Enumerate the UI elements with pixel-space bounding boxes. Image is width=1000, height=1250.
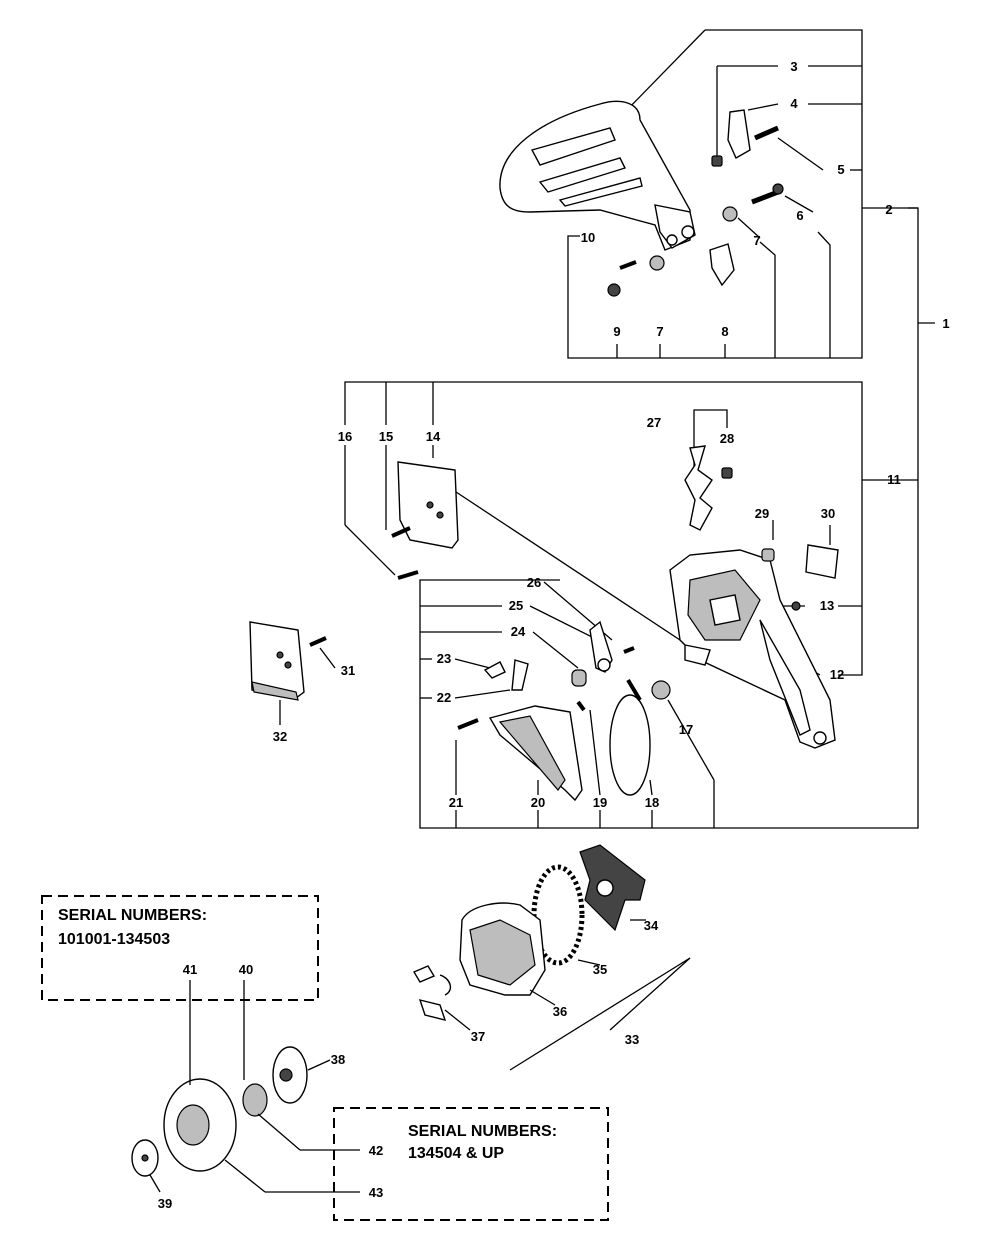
callout-39: 39 [158, 1196, 172, 1211]
callout-14: 14 [426, 429, 441, 444]
callout-42: 42 [369, 1143, 383, 1158]
hand-guard-small-parts [607, 109, 784, 297]
callout-3: 3 [790, 59, 797, 74]
callout-20: 20 [531, 795, 545, 810]
guard-small-parts [684, 445, 839, 611]
side-plate: 31 32 [249, 621, 355, 744]
clutch-assembly [412, 844, 646, 1021]
callout-32: 32 [273, 729, 287, 744]
callout-18: 18 [645, 795, 659, 810]
callout-24: 24 [511, 624, 526, 639]
brake-parts [457, 620, 671, 802]
serial-box-2-line2: 134504 & UP [408, 1145, 504, 1162]
callout-16: 16 [338, 429, 352, 444]
callout-27: 27 [647, 415, 661, 430]
callout-5: 5 [837, 162, 844, 177]
serial-box-2: SERIAL NUMBERS: 134504 & UP [333, 1107, 609, 1221]
callout-6: 6 [796, 208, 803, 223]
sprocket-callouts: 41 40 38 42 43 39 [158, 962, 383, 1211]
group-2-callouts: 3 4 5 6 7 10 9 7 8 2 1 [581, 59, 950, 339]
callout-11: 11 [887, 472, 901, 487]
callout-25: 25 [509, 598, 523, 613]
callout-22: 22 [437, 690, 451, 705]
callout-34: 34 [644, 918, 659, 933]
callout-23: 23 [437, 651, 451, 666]
callout-36: 36 [553, 1004, 567, 1019]
callout-21: 21 [449, 795, 463, 810]
group-11-brackets [344, 381, 863, 676]
callout-13: 13 [820, 598, 834, 613]
callout-26: 26 [527, 575, 541, 590]
callout-35: 35 [593, 962, 607, 977]
callout-17: 17 [679, 722, 693, 737]
callout-31: 31 [341, 663, 355, 678]
callout-40: 40 [239, 962, 253, 977]
callout-28: 28 [720, 431, 734, 446]
callout-37: 37 [471, 1029, 485, 1044]
serial-box-1-line1: SERIAL NUMBERS: [58, 907, 207, 924]
guide-plate [391, 461, 459, 580]
callout-29: 29 [755, 506, 769, 521]
group-2-brackets [419, 29, 935, 829]
serial-box-2-line1: SERIAL NUMBERS: [408, 1123, 557, 1140]
callout-33: 33 [625, 1032, 639, 1047]
callout-30: 30 [821, 506, 835, 521]
sprocket-parts [131, 1046, 308, 1177]
serial-box-1-line2: 101001-134503 [58, 931, 170, 948]
callout-43: 43 [369, 1185, 383, 1200]
callout-15: 15 [379, 429, 393, 444]
callout-7: 7 [753, 233, 760, 248]
sprocket-leaders [149, 980, 360, 1193]
callout-8: 8 [721, 324, 728, 339]
callout-12: 12 [830, 667, 844, 682]
serial-box-1: SERIAL NUMBERS: 101001-134503 [41, 895, 319, 1001]
callout-41: 41 [183, 962, 197, 977]
brake-brackets [420, 581, 715, 828]
callout-1: 1 [942, 316, 949, 331]
callout-9: 9 [613, 324, 620, 339]
callout-7: 7 [656, 324, 663, 339]
callout-2: 2 [885, 202, 892, 217]
group-11-callouts: 16 15 14 27 28 29 30 13 12 11 [338, 415, 901, 682]
brake-callouts: 26 25 24 23 22 17 21 20 19 18 [437, 575, 693, 810]
callout-19: 19 [593, 795, 607, 810]
clutch-callouts: 34 35 36 37 33 [471, 918, 659, 1047]
sprocket-guard-cover [669, 549, 836, 749]
callout-4: 4 [790, 96, 798, 111]
callout-10: 10 [581, 230, 595, 245]
front-hand-guard [499, 100, 696, 251]
callout-38: 38 [331, 1052, 345, 1067]
clutch-leaders [444, 919, 691, 1071]
